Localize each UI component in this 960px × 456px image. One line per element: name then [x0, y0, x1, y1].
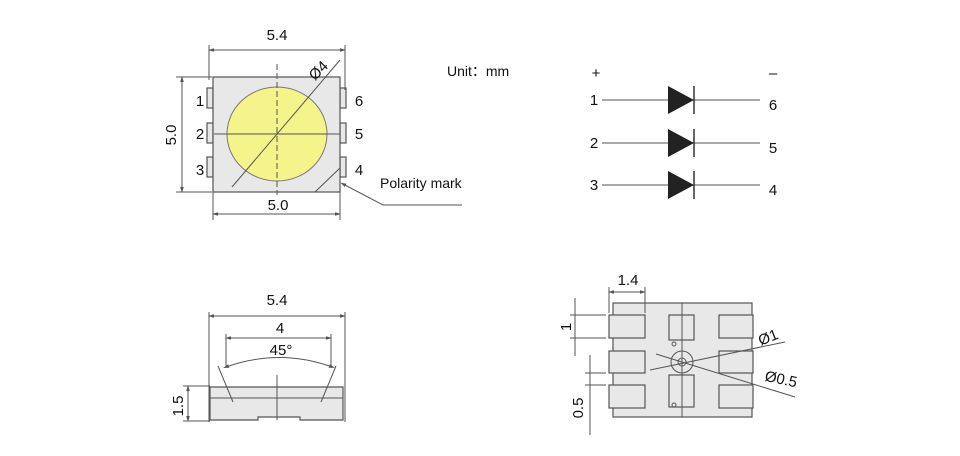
minus-sign: – — [769, 65, 778, 82]
polarity-mark-label: Polarity mark — [380, 175, 463, 191]
pin-label: 4 — [355, 162, 363, 179]
pin-label: 3 — [196, 162, 204, 179]
diode-triangle-icon — [668, 129, 694, 157]
dim-top-width: 5.4 — [267, 27, 288, 44]
dim-hole-inner: Ø0.5 — [763, 368, 798, 391]
dim-side-height: 1.5 — [170, 396, 187, 417]
diode-triangle-icon — [668, 171, 694, 199]
dim-side-width: 5.4 — [267, 292, 288, 309]
cathode-pin-label: 4 — [769, 182, 777, 199]
dim-pad-width: 1.4 — [618, 272, 639, 289]
dim-pad-height: 1 — [558, 323, 575, 331]
dim-body-width: 5.0 — [268, 197, 289, 214]
top-view: 5.4 5.0 5.0 Ø4 1 2 3 6 5 4 Polarity mark — [163, 27, 463, 220]
pin-label: 1 — [196, 93, 204, 110]
dim-pad-gap: 0.5 — [570, 398, 587, 419]
top-centerlines — [176, 45, 462, 220]
bottom-view: 1.4 1 0.5 Ø1 Ø0.5 — [558, 272, 799, 435]
side-view: 5.4 4 45° 1.5 — [170, 292, 346, 422]
cathode-pin-label: 6 — [769, 97, 777, 114]
cathode-pin-label: 5 — [769, 140, 777, 157]
diode-triangle-icon — [668, 86, 694, 114]
pin-label: 2 — [196, 126, 204, 143]
dim-hole-outer: Ø1 — [756, 326, 781, 349]
pin-label: 5 — [355, 126, 363, 143]
pin-label: 6 — [355, 93, 363, 110]
unit-label: Unit：mm — [447, 63, 509, 79]
dim-lens-width: 4 — [276, 320, 284, 337]
plus-sign: + — [592, 65, 601, 82]
anode-pin-label: 3 — [590, 177, 598, 194]
anode-pin-label: 1 — [590, 92, 598, 109]
dim-body-height: 5.0 — [163, 125, 180, 146]
dim-angle: 45° — [270, 342, 293, 359]
anode-pin-label: 2 — [590, 135, 598, 152]
